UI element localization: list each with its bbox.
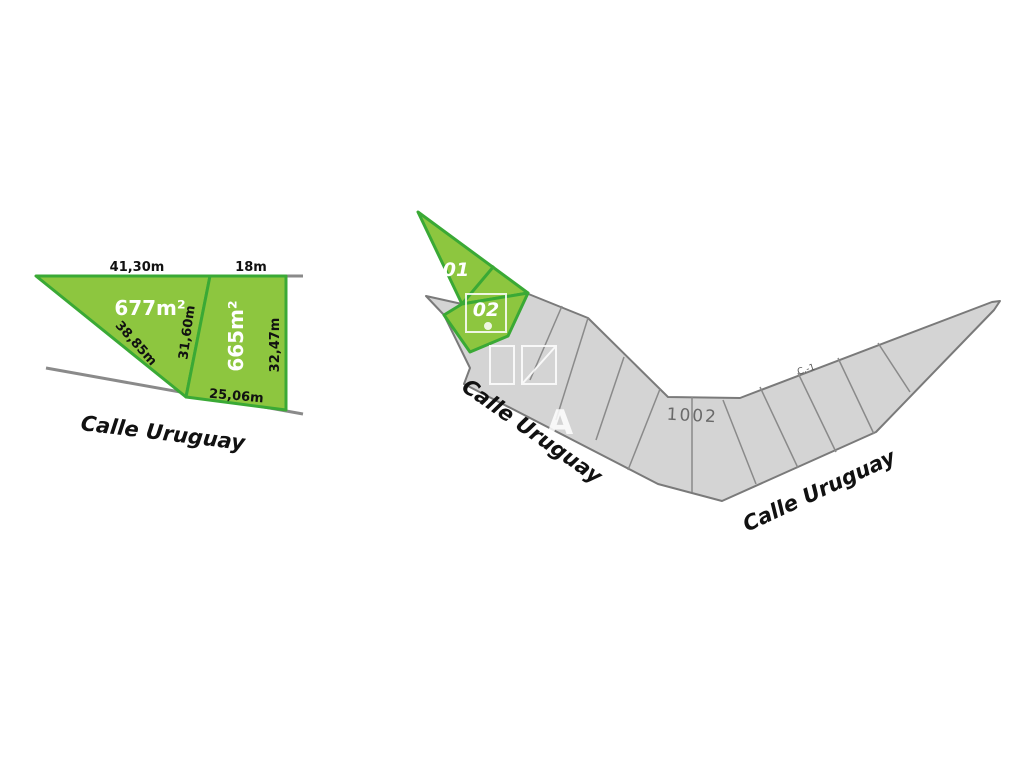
overview-map: 01 02 1002 C.-1 A Calle Uruguay Calle Ur…: [416, 210, 1001, 536]
lot-02-label: 02: [473, 299, 499, 321]
lot-01-02-divider: [460, 265, 496, 305]
block-lot-lines: [529, 305, 911, 492]
lot-665-area: 665m²: [224, 300, 248, 371]
lot-677-area: 677m²: [114, 296, 185, 320]
block-1002-shape: [425, 292, 1001, 502]
lot-01-label: 01: [443, 259, 469, 281]
lot-665-bottom-width: 25,06m: [208, 387, 264, 407]
lot-665-shape[interactable]: [184, 274, 288, 412]
detail-view: 41,30m 18m 677m² 665m² 38,85m 31,60m 32,…: [34, 260, 304, 455]
watermark-letter: A: [547, 403, 574, 443]
lot-665-right-side: 32,47m: [268, 318, 283, 373]
street-label-detail: Calle Uruguay: [79, 411, 247, 455]
block-number: 1002: [666, 405, 718, 428]
lot-665-top-width: 18m: [235, 260, 267, 275]
watermark-logo-icon: [465, 293, 557, 385]
lot-677-top-width: 41,30m: [110, 260, 165, 275]
